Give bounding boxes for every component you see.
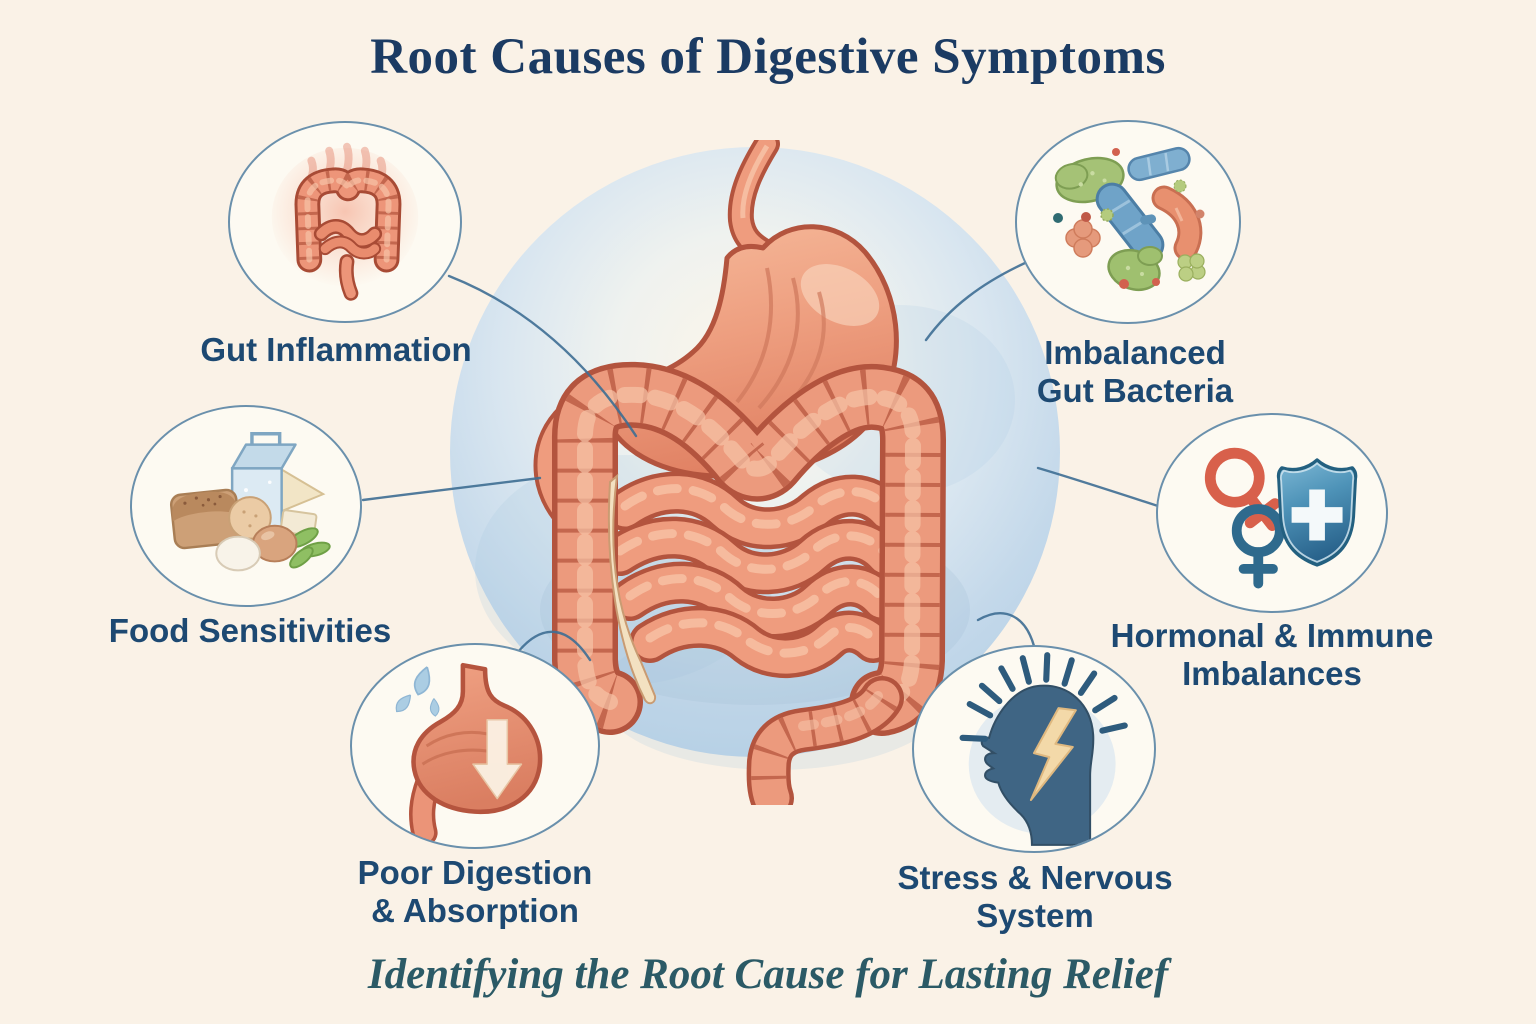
mesentery-sliver bbox=[607, 473, 657, 705]
small-intestine bbox=[599, 471, 908, 678]
stress-marks bbox=[959, 652, 1128, 742]
page-title: Root Causes of Digestive Symptoms bbox=[370, 29, 1166, 85]
imbalanced-gut-bacteria-circle bbox=[1015, 120, 1241, 324]
immune-shield bbox=[1276, 458, 1358, 567]
female-symbol-blue bbox=[1231, 504, 1285, 589]
inflamed-intestines-icon bbox=[271, 142, 419, 301]
lightning-bolt-icon bbox=[1029, 707, 1077, 802]
stomach-down-arrow-icon bbox=[395, 662, 543, 846]
poor-digestion-label: Poor Digestion & Absorption bbox=[357, 854, 593, 930]
footer-tagline: Identifying the Root Cause for Lasting R… bbox=[367, 951, 1169, 998]
down-arrow bbox=[472, 718, 523, 800]
hormonal-immune-circle bbox=[1156, 413, 1388, 613]
imbalanced-gut-bacteria-label: Imbalanced Gut Bacteria bbox=[1036, 334, 1234, 410]
food-sensitivities-label: Food Sensitivities bbox=[108, 612, 392, 649]
trigger-foods-icon bbox=[169, 431, 331, 572]
gender-symbols-shield-icon bbox=[1204, 447, 1358, 589]
hormonal-immune-label: Hormonal & Immune Imbalances bbox=[1110, 617, 1434, 693]
rectum bbox=[746, 676, 904, 820]
poor-digestion-circle bbox=[350, 643, 600, 849]
stress-nervous-circle bbox=[912, 645, 1156, 853]
bacteria-icon bbox=[1053, 146, 1206, 292]
stress-nervous-label: Stress & Nervous System bbox=[897, 859, 1173, 935]
gut-inflammation-circle bbox=[228, 121, 462, 323]
esophagus bbox=[727, 131, 780, 265]
food-sensitivities-circle bbox=[130, 405, 362, 607]
acid-droplets bbox=[395, 666, 440, 717]
gut-inflammation-label: Gut Inflammation bbox=[200, 331, 472, 368]
stressed-head-icon bbox=[959, 652, 1128, 846]
